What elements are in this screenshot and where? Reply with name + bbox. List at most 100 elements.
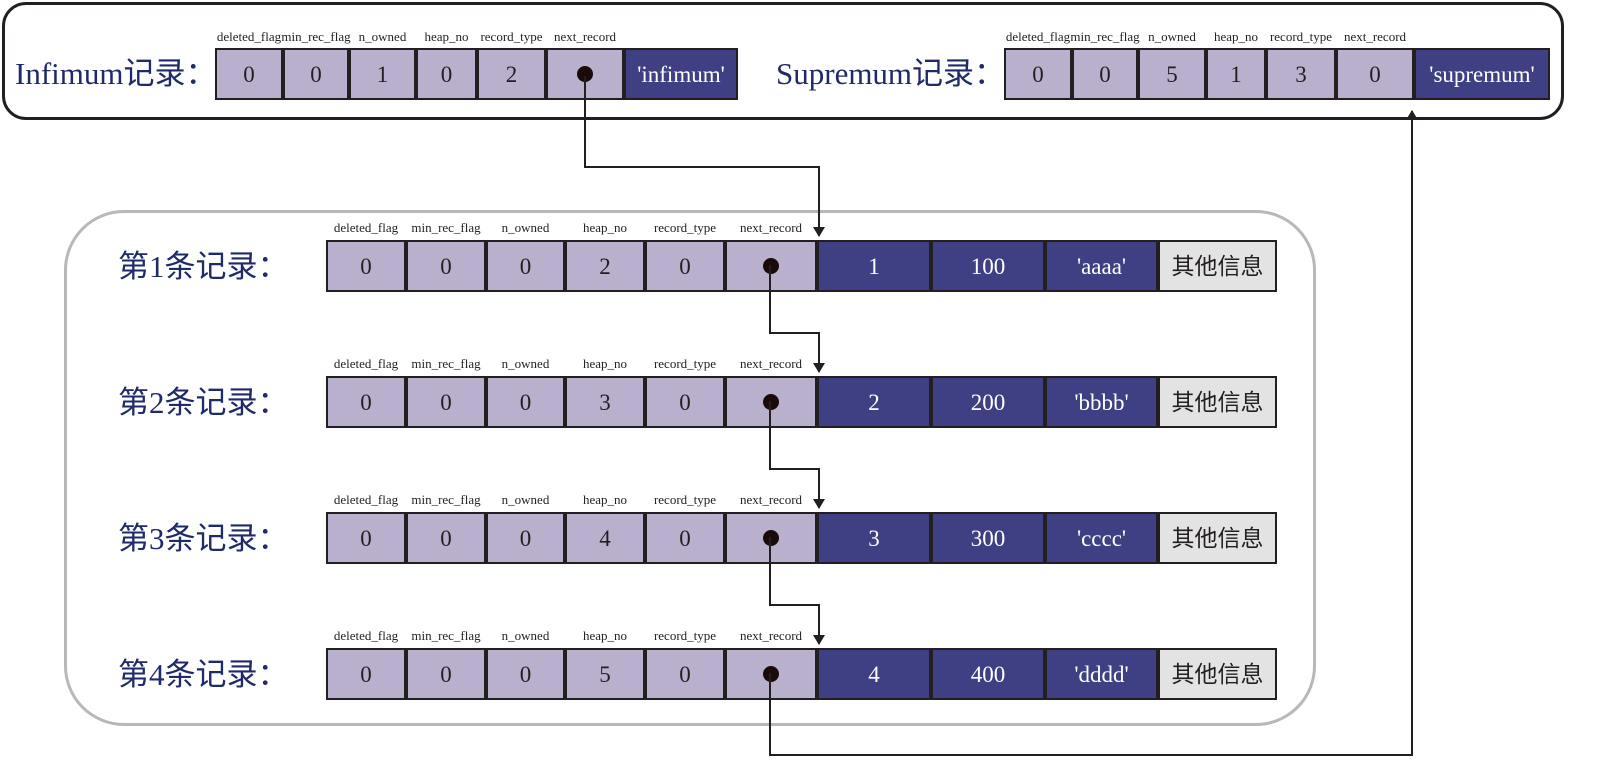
record-4-header-heap-no: heap_no xyxy=(582,628,628,643)
record-4-data-cell-1: 4 xyxy=(817,648,931,700)
record-1-record-type-cell: 0 xyxy=(645,240,725,292)
record-2-header-deleted-flag: deleted_flag xyxy=(333,356,399,371)
supremum-label: Supremum记录： xyxy=(776,56,1006,91)
infimum-deleted-flag-cell: 0 xyxy=(215,48,283,100)
infimum-heap-no-cell: 0 xyxy=(416,48,477,100)
record-4-header-min-rec-flag: min_rec_flag xyxy=(411,628,481,643)
record-1-next-record-cell xyxy=(725,240,817,292)
record-3-label: 第3条记录： xyxy=(118,521,289,556)
infimum-min-rec-flag-cell: 0 xyxy=(283,48,349,100)
record-2-other-info-cell: 其他信息 xyxy=(1158,376,1277,428)
record-1-header-record-type: record_type xyxy=(653,220,717,235)
record-1-other-info-cell: 其他信息 xyxy=(1158,240,1277,292)
record-2-deleted-flag-cell: 0 xyxy=(326,376,406,428)
supremum-heap-no-cell: 1 xyxy=(1206,48,1266,100)
record-2-label: 第2条记录： xyxy=(118,385,289,420)
record-3-header-n-owned: n_owned xyxy=(501,492,550,507)
supremum-data-cell: 'supremum' xyxy=(1414,48,1550,100)
record-1-data-cell-2: 100 xyxy=(931,240,1045,292)
infimum-data-cell: 'infimum' xyxy=(624,48,738,100)
record-1-heap-no-cell: 2 xyxy=(565,240,645,292)
supremum-header-deleted-flag: deleted_flag xyxy=(1005,29,1071,44)
record-2-data-cell-3: 'bbbb' xyxy=(1045,376,1158,428)
supremum-header-record-type: record_type xyxy=(1269,29,1333,44)
record-4-label: 第4条记录： xyxy=(118,657,289,692)
record-1-data-cell-3: 'aaaa' xyxy=(1045,240,1158,292)
record-3-n-owned-cell: 0 xyxy=(486,512,565,564)
record-2-header-next-record: next_record xyxy=(739,356,803,371)
supremum-header-next-record: next_record xyxy=(1343,29,1407,44)
record-2-min-rec-flag-cell: 0 xyxy=(406,376,486,428)
record-3-header-min-rec-flag: min_rec_flag xyxy=(411,492,481,507)
record-3-data-cell-2: 300 xyxy=(931,512,1045,564)
record-1-data-cell-1: 1 xyxy=(817,240,931,292)
record-3-header-deleted-flag: deleted_flag xyxy=(333,492,399,507)
record-1-n-owned-cell: 0 xyxy=(486,240,565,292)
record-1-label: 第1条记录： xyxy=(118,249,289,284)
record-1-header-heap-no: heap_no xyxy=(582,220,628,235)
record-2-heap-no-cell: 3 xyxy=(565,376,645,428)
record-4-header-next-record: next_record xyxy=(739,628,803,643)
pointer-dot-icon xyxy=(763,666,779,682)
record-1-header-n-owned: n_owned xyxy=(501,220,550,235)
supremum-next-record-cell: 0 xyxy=(1336,48,1414,100)
record-4-header-n-owned: n_owned xyxy=(501,628,550,643)
record-4-data-cell-3: 'dddd' xyxy=(1045,648,1158,700)
record-2-header-min-rec-flag: min_rec_flag xyxy=(411,356,481,371)
record-4-n-owned-cell: 0 xyxy=(486,648,565,700)
record-2-next-record-cell xyxy=(725,376,817,428)
supremum-header-min-rec-flag: min_rec_flag xyxy=(1070,29,1140,44)
record-3-heap-no-cell: 4 xyxy=(565,512,645,564)
pointer-dot-icon xyxy=(577,66,593,82)
record-2-header-record-type: record_type xyxy=(653,356,717,371)
infimum-n-owned-cell: 1 xyxy=(349,48,416,100)
record-1-header-next-record: next_record xyxy=(739,220,803,235)
record-2-data-cell-1: 2 xyxy=(817,376,931,428)
supremum-header-n-owned: n_owned xyxy=(1148,29,1196,44)
record-4-deleted-flag-cell: 0 xyxy=(326,648,406,700)
record-4-other-info-cell: 其他信息 xyxy=(1158,648,1277,700)
record-4-data-cell-2: 400 xyxy=(931,648,1045,700)
record-3-data-cell-3: 'cccc' xyxy=(1045,512,1158,564)
record-3-header-record-type: record_type xyxy=(653,492,717,507)
record-4-header-deleted-flag: deleted_flag xyxy=(333,628,399,643)
supremum-deleted-flag-cell: 0 xyxy=(1004,48,1072,100)
record-1-header-deleted-flag: deleted_flag xyxy=(333,220,399,235)
record-4-heap-no-cell: 5 xyxy=(565,648,645,700)
record-4-header-record-type: record_type xyxy=(653,628,717,643)
infimum-header-min-rec-flag: min_rec_flag xyxy=(281,29,351,44)
supremum-header-heap-no: heap_no xyxy=(1213,29,1259,44)
supremum-n-owned-cell: 5 xyxy=(1138,48,1206,100)
record-3-header-next-record: next_record xyxy=(739,492,803,507)
record-1-deleted-flag-cell: 0 xyxy=(326,240,406,292)
infimum-header-n-owned: n_owned xyxy=(358,29,407,44)
infimum-header-record-type: record_type xyxy=(480,29,543,44)
infimum-header-deleted-flag: deleted_flag xyxy=(216,29,282,44)
record-2-data-cell-2: 200 xyxy=(931,376,1045,428)
infimum-header-heap-no: heap_no xyxy=(424,29,469,44)
record-3-deleted-flag-cell: 0 xyxy=(326,512,406,564)
infimum-record-type-cell: 2 xyxy=(477,48,546,100)
record-3-data-cell-1: 3 xyxy=(817,512,931,564)
infimum-header-next-record: next_record xyxy=(553,29,617,44)
record-3-next-record-cell xyxy=(725,512,817,564)
record-1-header-min-rec-flag: min_rec_flag xyxy=(411,220,481,235)
record-3-min-rec-flag-cell: 0 xyxy=(406,512,486,564)
record-2-header-heap-no: heap_no xyxy=(582,356,628,371)
pointer-dot-icon xyxy=(763,394,779,410)
record-4-min-rec-flag-cell: 0 xyxy=(406,648,486,700)
record-3-other-info-cell: 其他信息 xyxy=(1158,512,1277,564)
record-2-record-type-cell: 0 xyxy=(645,376,725,428)
infimum-label: Infimum记录： xyxy=(15,56,217,91)
pointer-dot-icon xyxy=(763,258,779,274)
record-3-record-type-cell: 0 xyxy=(645,512,725,564)
infimum-next-record-cell xyxy=(546,48,624,100)
record-4-record-type-cell: 0 xyxy=(645,648,725,700)
record-4-next-record-cell xyxy=(725,648,817,700)
record-3-header-heap-no: heap_no xyxy=(582,492,628,507)
supremum-record-type-cell: 3 xyxy=(1266,48,1336,100)
record-1-min-rec-flag-cell: 0 xyxy=(406,240,486,292)
record-2-n-owned-cell: 0 xyxy=(486,376,565,428)
record-2-header-n-owned: n_owned xyxy=(501,356,550,371)
